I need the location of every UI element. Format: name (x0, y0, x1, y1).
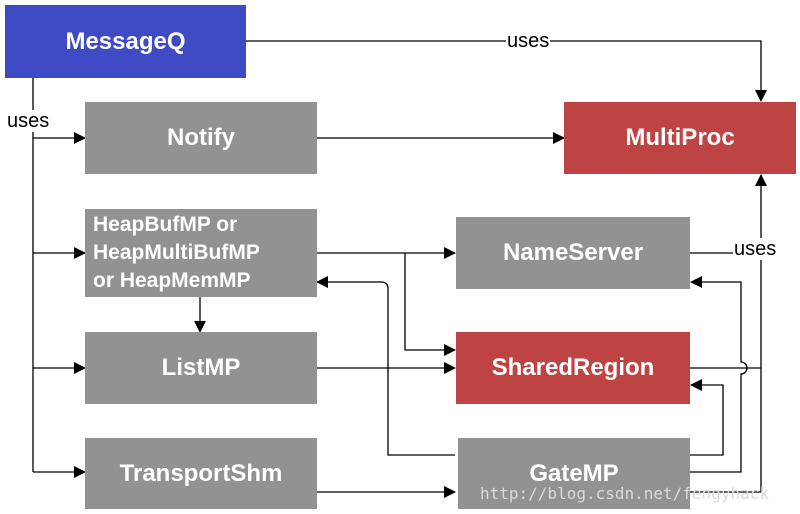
edge-gatemp-heap (316, 276, 455, 456)
edge-label-uses-left: uses (6, 110, 51, 132)
node-transportshm-label: TransportShm (119, 459, 283, 487)
node-listmp-label: ListMP (161, 354, 241, 381)
node-heap-line-1: HeapBufMP or (93, 213, 238, 236)
node-messageq-label: MessageQ (65, 27, 186, 55)
edge-gatemp-nameserver (690, 276, 748, 473)
node-gatemp: GateMP (458, 438, 690, 509)
edge-gatemp-sharedregion (690, 379, 724, 456)
watermark: http://blog.csdn.net/fengyhack (480, 484, 769, 503)
edge-label-uses-right: uses (733, 238, 778, 260)
node-messageq: MessageQ (5, 5, 246, 78)
edge-messageq-multiproc (246, 40, 767, 102)
node-listmp: ListMP (85, 332, 317, 404)
node-notify: Notify (85, 102, 317, 174)
node-gatemp-label: GateMP (529, 459, 619, 487)
node-heap-line-3: or HeapMemMP (93, 269, 251, 292)
node-notify-label: Notify (167, 124, 235, 151)
node-heap: HeapBufMP or HeapMultiBufMP or HeapMemMP (85, 209, 317, 297)
node-sharedregion: SharedRegion (456, 332, 690, 404)
edge-heap-sharedregion (404, 253, 456, 356)
node-heap-line-2: HeapMultiBufMP (93, 241, 260, 264)
node-nameserver-label: NameServer (502, 239, 644, 266)
node-transportshm: TransportShm (85, 438, 317, 509)
edge-label-uses-top: uses (506, 30, 551, 52)
node-sharedregion-label: SharedRegion (491, 354, 655, 381)
node-multiproc: MultiProc (564, 102, 796, 174)
node-multiproc-label: MultiProc (625, 124, 735, 151)
node-nameserver: NameServer (456, 217, 690, 289)
